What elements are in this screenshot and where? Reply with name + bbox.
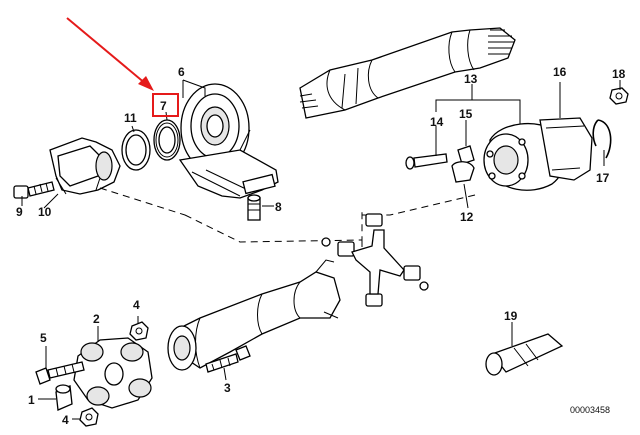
highlight-box-7	[152, 93, 179, 117]
upper-driveshaft	[299, 27, 516, 119]
callout-19: 19	[504, 309, 518, 323]
callout-2: 2	[93, 312, 100, 326]
center-bearing-6	[178, 83, 279, 199]
callout-14: 14	[430, 115, 444, 129]
bolt-8	[247, 194, 261, 221]
flex-disc-2	[73, 337, 153, 409]
clamp-15	[451, 145, 475, 183]
highlight-arrow	[66, 17, 154, 91]
bolt-14	[405, 153, 448, 170]
callout-11: 11	[124, 111, 137, 125]
callout-4-upper: 4	[133, 298, 140, 312]
nut-4-upper	[129, 321, 149, 341]
yoke-10	[49, 137, 121, 195]
ring-11	[121, 129, 151, 171]
nut-4-lower	[79, 407, 99, 427]
callout-12: 12	[460, 210, 474, 224]
bush-1	[55, 384, 73, 411]
callout-7: 7	[160, 99, 167, 113]
callout-6: 6	[178, 65, 185, 79]
universal-joint-cross	[321, 213, 429, 307]
ring-7	[153, 119, 181, 161]
callout-8: 8	[275, 200, 282, 214]
leader-lines	[21, 79, 621, 420]
flex-coupling-13	[483, 122, 566, 191]
callout-13: 13	[464, 72, 478, 86]
diagram-code: 00003458	[570, 405, 610, 415]
bolt-9	[13, 181, 55, 199]
callout-1: 1	[28, 393, 35, 407]
callout-5: 5	[40, 331, 47, 345]
callout-3: 3	[224, 381, 231, 395]
lower-driveshaft	[167, 259, 341, 371]
bolt-5	[35, 361, 85, 385]
callout-9: 9	[16, 205, 23, 219]
circlip-17	[592, 119, 612, 159]
callout-18: 18	[612, 67, 626, 81]
grease-tube-19	[485, 333, 564, 376]
callout-15: 15	[459, 107, 473, 121]
plate-16	[539, 117, 593, 181]
bolt-3	[205, 345, 251, 373]
callout-17: 17	[596, 171, 610, 185]
nut-18	[609, 87, 629, 105]
callout-4-lower: 4	[62, 413, 69, 427]
assembly-guide-dashed	[99, 187, 363, 262]
callout-16: 16	[553, 65, 567, 79]
callout-10: 10	[38, 205, 52, 219]
assembly-guide-dashed-2	[362, 194, 476, 216]
